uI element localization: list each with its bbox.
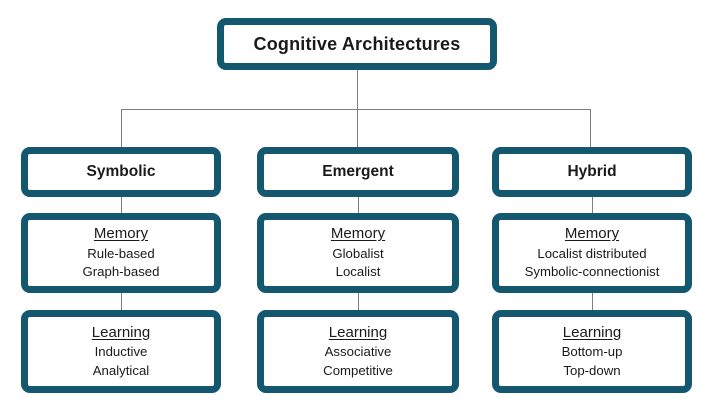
- connector-emergent-header-memory: [357, 197, 359, 213]
- emergent-memory-node: Memory Globalist Localist: [257, 213, 459, 293]
- symbolic-learning-heading: Learning: [91, 323, 151, 341]
- symbolic-header-label: Symbolic: [86, 163, 156, 180]
- connector-hybrid-memory-learning: [591, 293, 593, 310]
- emergent-learning-heading: Learning: [328, 323, 388, 341]
- connector-hybrid-drop: [589, 108, 591, 147]
- emergent-memory-item: Globalist: [332, 245, 384, 261]
- emergent-learning-node: Learning Associative Competitive: [257, 310, 459, 393]
- hybrid-memory-heading: Memory: [564, 225, 620, 243]
- hybrid-learning-item: Bottom-up: [561, 344, 623, 360]
- symbolic-learning-item: Inductive: [94, 344, 148, 360]
- connector-branch-crossbar: [120, 108, 591, 110]
- hybrid-learning-node: Learning Bottom-up Top-down: [492, 310, 692, 393]
- emergent-learning-item: Competitive: [323, 362, 393, 378]
- hybrid-learning-item: Top-down: [563, 362, 621, 378]
- emergent-header-label: Emergent: [322, 163, 394, 180]
- emergent-header-node: Emergent: [257, 147, 459, 197]
- hybrid-learning-heading: Learning: [562, 323, 622, 341]
- hybrid-memory-item: Symbolic-connectionist: [524, 264, 660, 280]
- emergent-memory-heading: Memory: [330, 225, 386, 243]
- symbolic-learning-node: Learning Inductive Analytical: [21, 310, 221, 393]
- emergent-memory-item: Localist: [335, 264, 381, 280]
- symbolic-memory-item: Graph-based: [82, 264, 160, 280]
- connector-hybrid-header-memory: [591, 197, 593, 213]
- symbolic-learning-item: Analytical: [92, 362, 150, 378]
- hybrid-header-node: Hybrid: [492, 147, 692, 197]
- hybrid-memory-node: Memory Localist distributed Symbolic-con…: [492, 213, 692, 293]
- root-node-cognitive-architectures: Cognitive Architectures: [217, 18, 497, 70]
- symbolic-memory-heading: Memory: [93, 225, 149, 243]
- symbolic-memory-node: Memory Rule-based Graph-based: [21, 213, 221, 293]
- connector-symbolic-drop: [120, 108, 122, 147]
- symbolic-memory-item: Rule-based: [87, 245, 155, 261]
- hybrid-memory-item: Localist distributed: [537, 245, 647, 261]
- hybrid-header-label: Hybrid: [567, 163, 617, 180]
- symbolic-header-node: Symbolic: [21, 147, 221, 197]
- emergent-learning-item: Associative: [324, 344, 392, 360]
- connector-symbolic-header-memory: [120, 197, 122, 213]
- connector-symbolic-memory-learning: [120, 293, 122, 310]
- root-node-label: Cognitive Architectures: [253, 33, 461, 54]
- connector-emergent-memory-learning: [357, 293, 359, 310]
